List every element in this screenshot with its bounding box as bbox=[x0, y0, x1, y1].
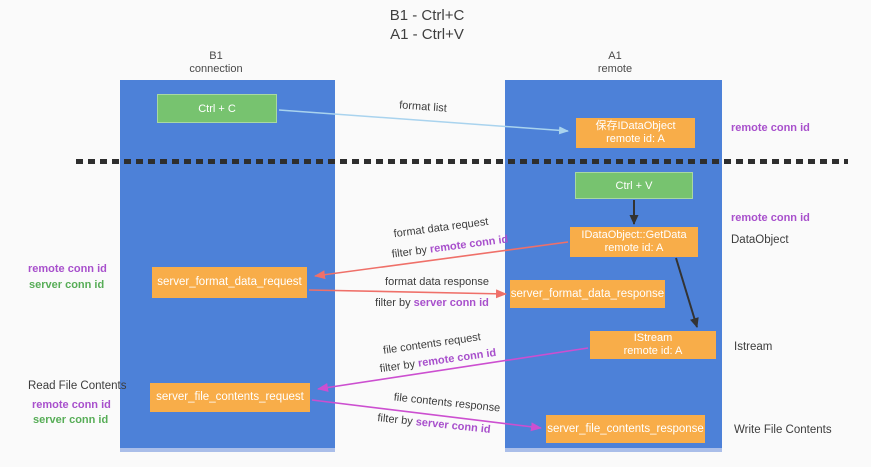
istream-side-label: Istream bbox=[734, 341, 773, 353]
arrow-format-data-request bbox=[314, 241, 569, 280]
left-remote-conn-id-1: remote conn id bbox=[28, 263, 107, 275]
title-line-1: B1 - Ctrl+C bbox=[389, 7, 465, 24]
left-server-conn-id-2: server conn id bbox=[33, 414, 109, 426]
lane-b1-title: B1 bbox=[209, 50, 223, 62]
server-format-data-response-label: server_format_data_response bbox=[510, 287, 665, 300]
diagram-title: B1 - Ctrl+C A1 - Ctrl+V bbox=[390, 6, 465, 44]
server-format-data-response-box: server_format_data_response bbox=[510, 280, 665, 308]
ctrl-v-box: Ctrl + V bbox=[575, 172, 693, 199]
ctrl-v-label: Ctrl + V bbox=[615, 179, 653, 192]
format-data-response-label: format data response bbox=[385, 276, 489, 288]
server-file-contents-response-box: server_file_contents_response bbox=[546, 415, 705, 443]
right-remote-conn-id-mid: remote conn id bbox=[731, 212, 810, 224]
arrow-format-list bbox=[278, 109, 569, 135]
write-file-contents-label: Write File Contents bbox=[734, 424, 832, 436]
saved-idataobject-line1: 保存IDataObject bbox=[595, 120, 676, 132]
arrow-file-contents-request bbox=[317, 347, 589, 392]
server-file-contents-response-label: server_file_contents_response bbox=[547, 422, 704, 435]
saved-idataobject-box: 保存IDataObject remote id: A bbox=[576, 118, 695, 148]
left-remote-conn-id-2: remote conn id bbox=[32, 399, 111, 411]
arrow-format-data-response bbox=[308, 289, 507, 299]
server-format-data-request-label: server_format_data_request bbox=[157, 276, 302, 288]
dataobject-label: DataObject bbox=[731, 234, 789, 246]
title-line-2: A1 - Ctrl+V bbox=[390, 26, 464, 43]
arrow-file-contents-response bbox=[311, 399, 542, 432]
istream-box: IStream remote id: A bbox=[590, 331, 716, 359]
ctrl-c-label: Ctrl + C bbox=[198, 102, 236, 115]
server-conn-id-text: server conn id bbox=[413, 297, 489, 309]
lane-a1-title: A1 bbox=[608, 50, 622, 62]
server-format-data-request-box: server_format_data_request bbox=[152, 267, 307, 298]
lane-b1-subtitle: connection bbox=[189, 63, 243, 75]
read-file-contents-label: Read File Contents bbox=[28, 380, 127, 392]
filter-by-server-conn-id-label-1: filter by server conn id bbox=[375, 297, 489, 309]
ctrl-c-box: Ctrl + C bbox=[157, 94, 277, 123]
saved-idataobject-line2: remote id: A bbox=[606, 133, 665, 145]
right-remote-conn-id-top: remote conn id bbox=[731, 122, 810, 134]
idataobject-getdata-box: IDataObject::GetData remote id: A bbox=[570, 227, 698, 257]
phase-separator-dashed-line bbox=[76, 159, 848, 164]
server-file-contents-request-box: server_file_contents_request bbox=[150, 383, 310, 412]
istream-line1: IStream bbox=[633, 332, 673, 344]
istream-line2: remote id: A bbox=[623, 345, 683, 357]
getdata-line1: IDataObject::GetData bbox=[581, 229, 687, 241]
lane-a1-subtitle: remote bbox=[597, 63, 633, 75]
getdata-line2: remote id: A bbox=[604, 242, 664, 254]
filter-by-text: filter by bbox=[375, 297, 414, 309]
lane-header-a1: A1 remote bbox=[598, 50, 632, 76]
server-file-contents-request-label: server_file_contents_request bbox=[156, 391, 304, 403]
arrow-getdata-to-istream bbox=[675, 257, 699, 328]
left-server-conn-id-1: server conn id bbox=[29, 279, 105, 291]
lane-header-b1: B1 connection bbox=[189, 50, 242, 76]
